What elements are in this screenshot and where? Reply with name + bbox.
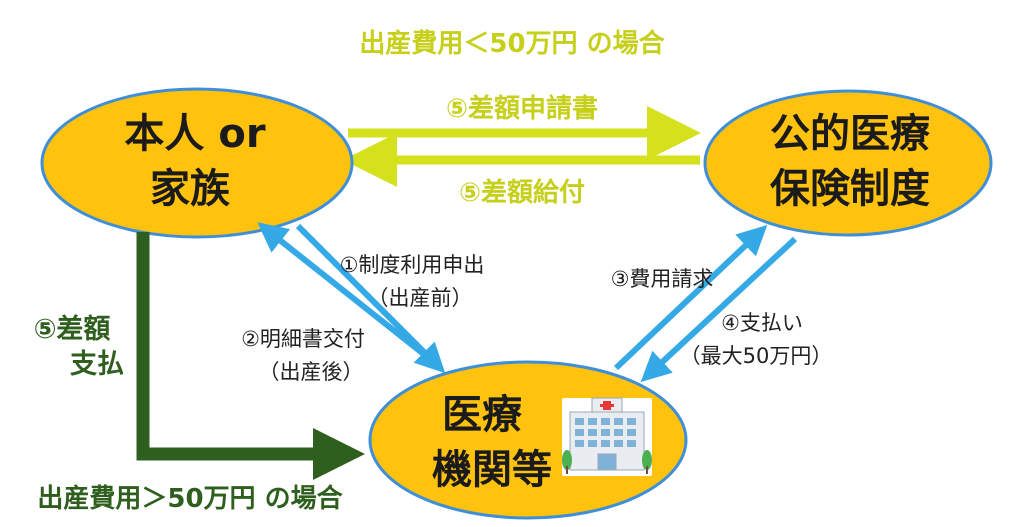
node-insurance: 公的医療 保険制度: [703, 89, 993, 237]
person-ellipse: [40, 87, 354, 239]
step2-label-line1: ②明細書交付: [241, 327, 365, 351]
step4-label-line2: （最大50万円）: [680, 344, 833, 368]
diff-benefit-label: ⑤差額給付: [459, 177, 585, 208]
hospital-label-line1: 医療: [442, 392, 523, 438]
person-label-line1: 本人 or: [124, 111, 265, 157]
node-hospital: 医療 機関等: [368, 360, 688, 520]
step1-label-line1: ①制度利用申出: [340, 253, 485, 277]
step2-label-line2: （出産後）: [259, 360, 364, 384]
arrow-statement-issue: [257, 222, 442, 370]
node-person: 本人 or 家族: [40, 87, 354, 239]
arrow-payment: [640, 236, 798, 383]
arrow-usage-request: [295, 223, 446, 374]
bottom-condition-label: 出産費用＞50万円 の場合: [37, 483, 343, 514]
top-condition-label: 出産費用＜50万円 の場合: [359, 28, 665, 59]
insurance-label-line1: 公的医療: [770, 111, 931, 157]
hospital-label-line2: 機関等: [432, 447, 552, 493]
diff-payment-label-line2: 支払: [70, 349, 124, 380]
insurance-ellipse: [703, 89, 993, 237]
hospital-building-icon: [562, 397, 652, 476]
diff-payment-label-line1: ⑤差額: [34, 313, 111, 345]
person-label-line2: 家族: [150, 166, 230, 212]
step3-label: ③費用請求: [611, 267, 714, 291]
step4-label-line1: ④支払い: [721, 311, 803, 335]
arrow-cost-claim: [613, 224, 768, 371]
arrow-diff-payment: [136, 232, 365, 480]
insurance-label-line2: 保険制度: [770, 166, 930, 212]
step1-label-line2: （出産前）: [368, 286, 473, 310]
diff-application-label: ⑤差額申請書: [446, 93, 598, 124]
